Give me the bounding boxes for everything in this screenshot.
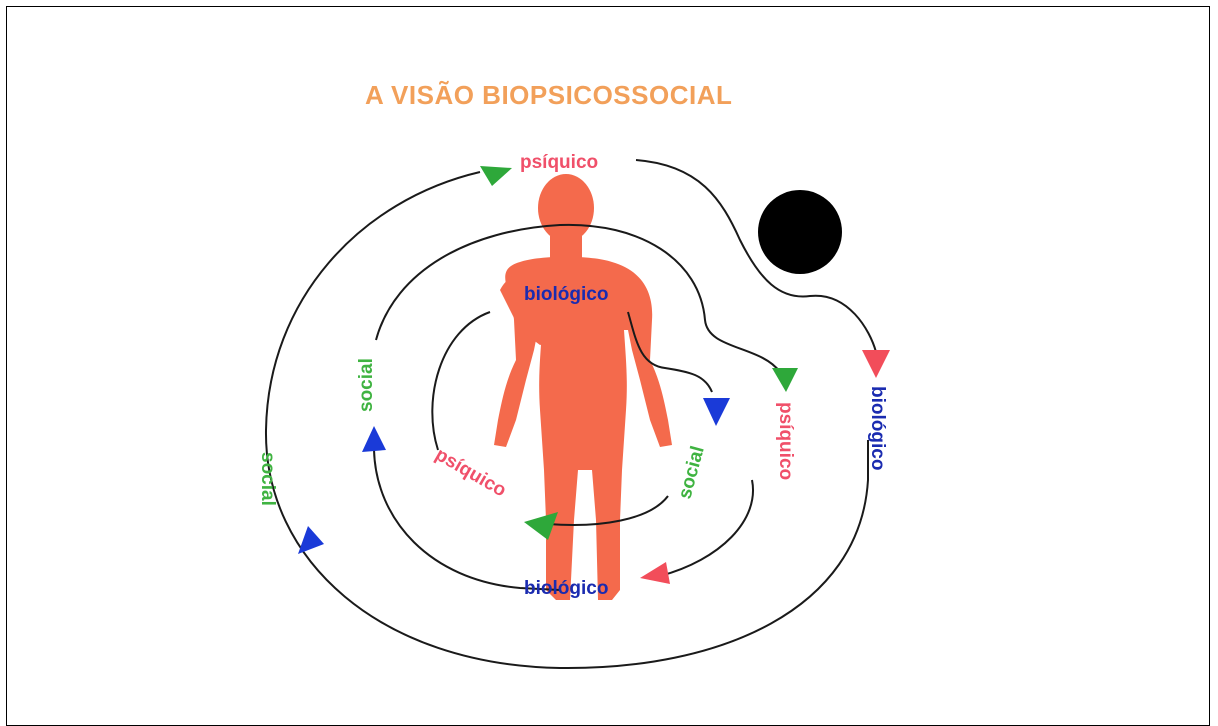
blue-arrow-inner-right-icon [703,398,730,426]
human-body-figure [494,174,672,600]
label-biologico-right: biológico [867,386,888,470]
label-social-left-inner: social [356,358,377,412]
black-orb [758,190,842,274]
label-psiquico-inner: psíquico [432,444,510,501]
green-arrow-top-icon [480,166,512,186]
red-arrow-right-icon [862,350,890,378]
label-biologico-bottom: biológico [524,578,608,599]
label-social-inner-right: social [675,444,709,501]
label-social-left-outer: social [257,452,278,506]
inner-orbit-path [432,312,490,450]
blue-arrow-left-icon [362,426,386,452]
red-arrow-bottom-icon [640,562,670,584]
green-arrow-right-icon [772,368,798,392]
label-biologico-center: biológico [524,284,608,305]
blue-arrow-outer-left-icon [298,526,324,554]
label-psiquico-right: psíquico [775,402,796,480]
label-psiquico-top: psíquico [520,152,598,173]
